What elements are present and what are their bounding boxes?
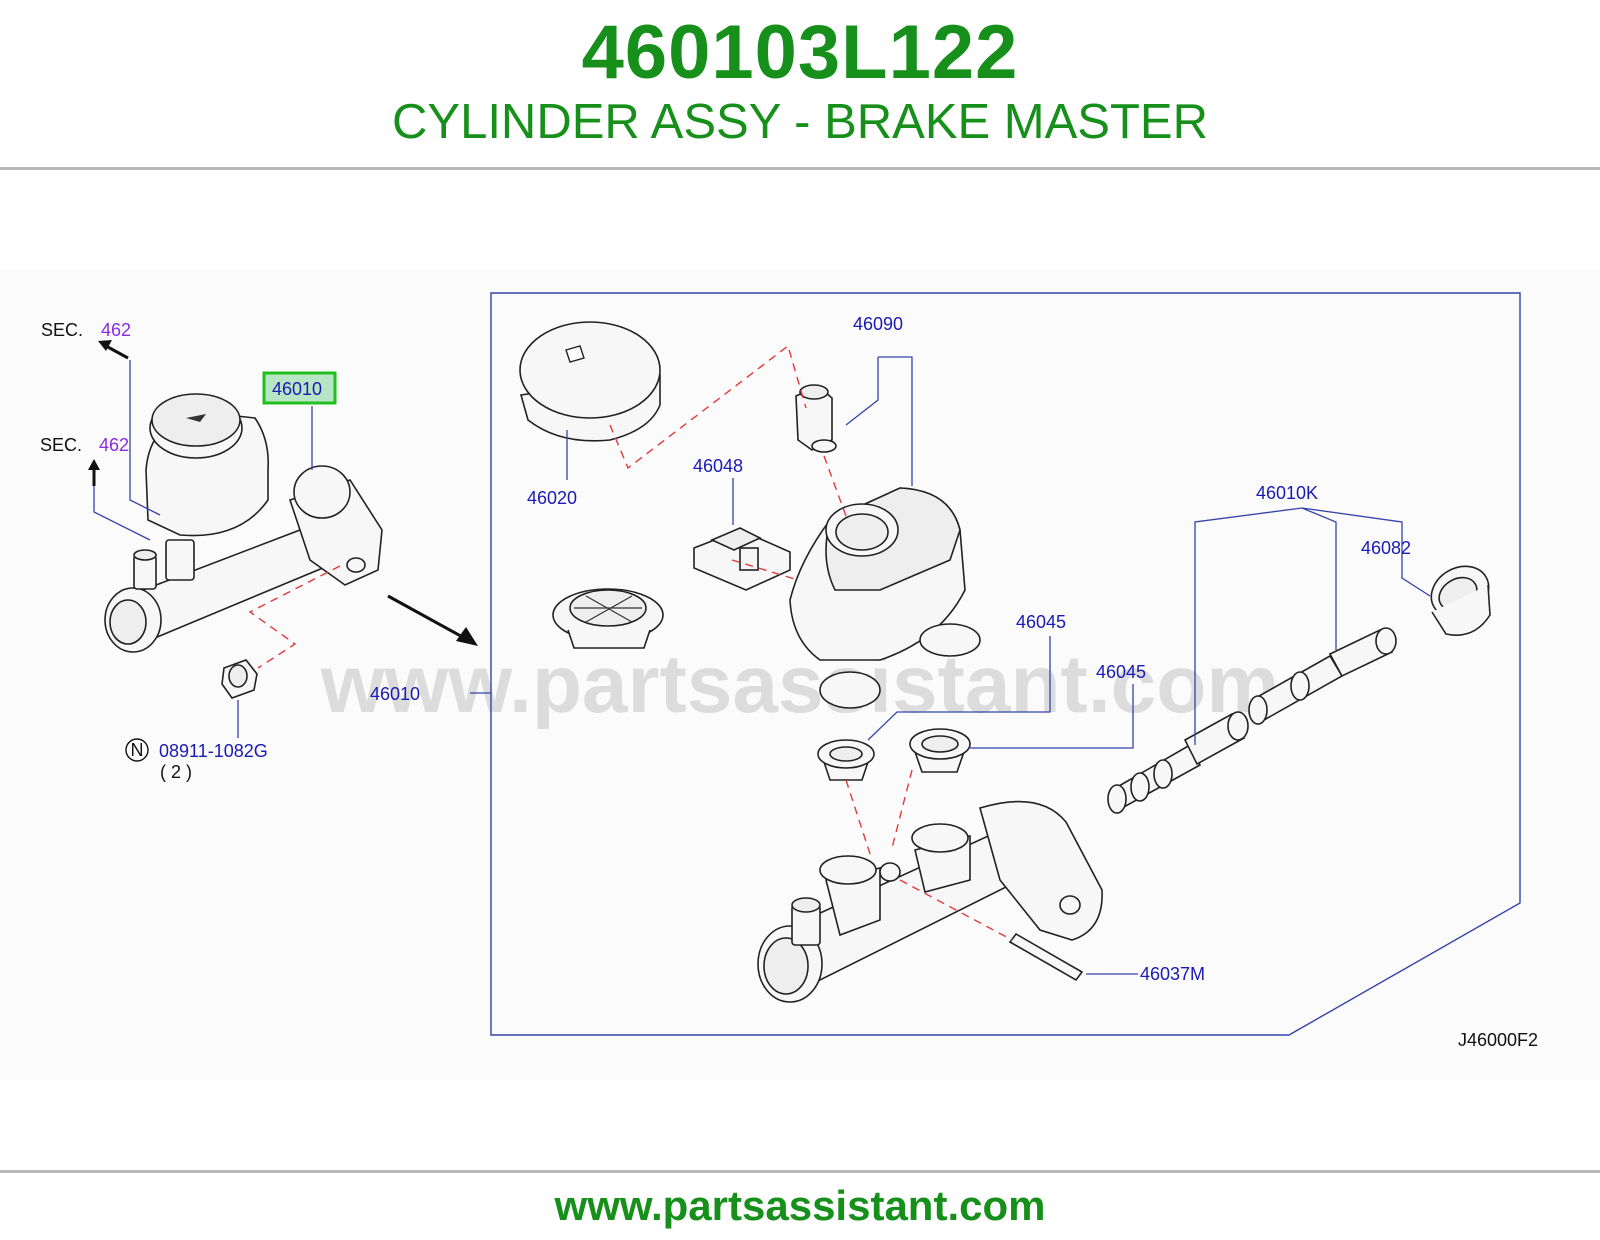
sec-arrow-up-left [98,340,129,360]
watermark-text: www.partsassistant.com [320,639,1280,730]
guide-line-left [248,565,341,669]
leader-46045-b [968,684,1134,749]
guide-cap-valve [609,344,807,470]
bolt-quantity: ( 2 ) [160,762,192,782]
cylinder-body[interactable] [757,800,1103,1003]
label-46010K[interactable]: 46010K [1256,483,1318,503]
leader-46090 [845,356,913,486]
label-46090[interactable]: 46090 [853,314,903,334]
nut-08911[interactable] [221,659,258,699]
label-46045-a[interactable]: 46045 [1016,612,1066,632]
label-46082[interactable]: 46082 [1361,538,1411,558]
strainer-part[interactable] [552,588,664,649]
highlighted-part-callout[interactable]: 46010 [262,371,337,405]
sec-ref-top[interactable]: 462 [101,320,131,340]
assembled-master-cylinder[interactable] [104,393,383,653]
leader-46045-a [867,636,1051,741]
part-number-title: 460103L122 [581,10,1019,95]
sec-arrow-up [88,459,100,486]
reservoir-cap-46020[interactable] [519,321,661,442]
page-header: 460103L122 CYLINDER ASSY - BRAKE MASTER [0,0,1600,170]
cap-seal-46082[interactable] [1422,556,1498,636]
guide-valve-reservoir [823,455,847,517]
level-sensor-46048[interactable] [693,527,791,591]
bottom-divider [0,1170,1600,1173]
seal-46045-b[interactable] [909,728,971,773]
exploded-view-frame [490,292,1521,1036]
guide-pin [899,879,1013,941]
part-name-subtitle: CYLINDER ASSY - BRAKE MASTER [392,95,1208,149]
sec-ref-bottom[interactable]: 462 [99,435,129,455]
sec-label-bottom: SEC. [40,435,82,455]
highlighted-part-label: 46010 [272,379,322,399]
sec-label-top: SEC. [41,320,83,340]
n-circle-icon [125,738,149,762]
label-46048[interactable]: 46048 [693,456,743,476]
reservoir-46010[interactable] [789,487,981,709]
leader-sec-bottom [93,486,151,541]
bolt-part-label[interactable]: 08911-1082G [159,741,268,761]
piston-kit-46010K[interactable] [1107,627,1397,814]
footer-site-url[interactable]: www.partsassistant.com [554,1182,1046,1229]
label-46010-exploded[interactable]: 46010 [370,684,420,704]
leader-46010K [1194,507,1431,745]
guide-sensor [731,559,799,581]
guide-seals [845,769,913,861]
arrow-to-exploded-view [387,594,478,646]
pin-46037M[interactable] [1008,932,1084,982]
valve-46090[interactable] [795,384,837,453]
figure-code: J46000F2 [1458,1030,1538,1050]
n-circle-letter: N [131,740,144,760]
label-46020[interactable]: 46020 [527,488,577,508]
seal-46045-a[interactable] [817,739,875,781]
label-46045-b[interactable]: 46045 [1096,662,1146,682]
top-divider [0,167,1600,170]
leader-sec-top [129,360,161,516]
label-46037M[interactable]: 46037M [1140,964,1205,984]
